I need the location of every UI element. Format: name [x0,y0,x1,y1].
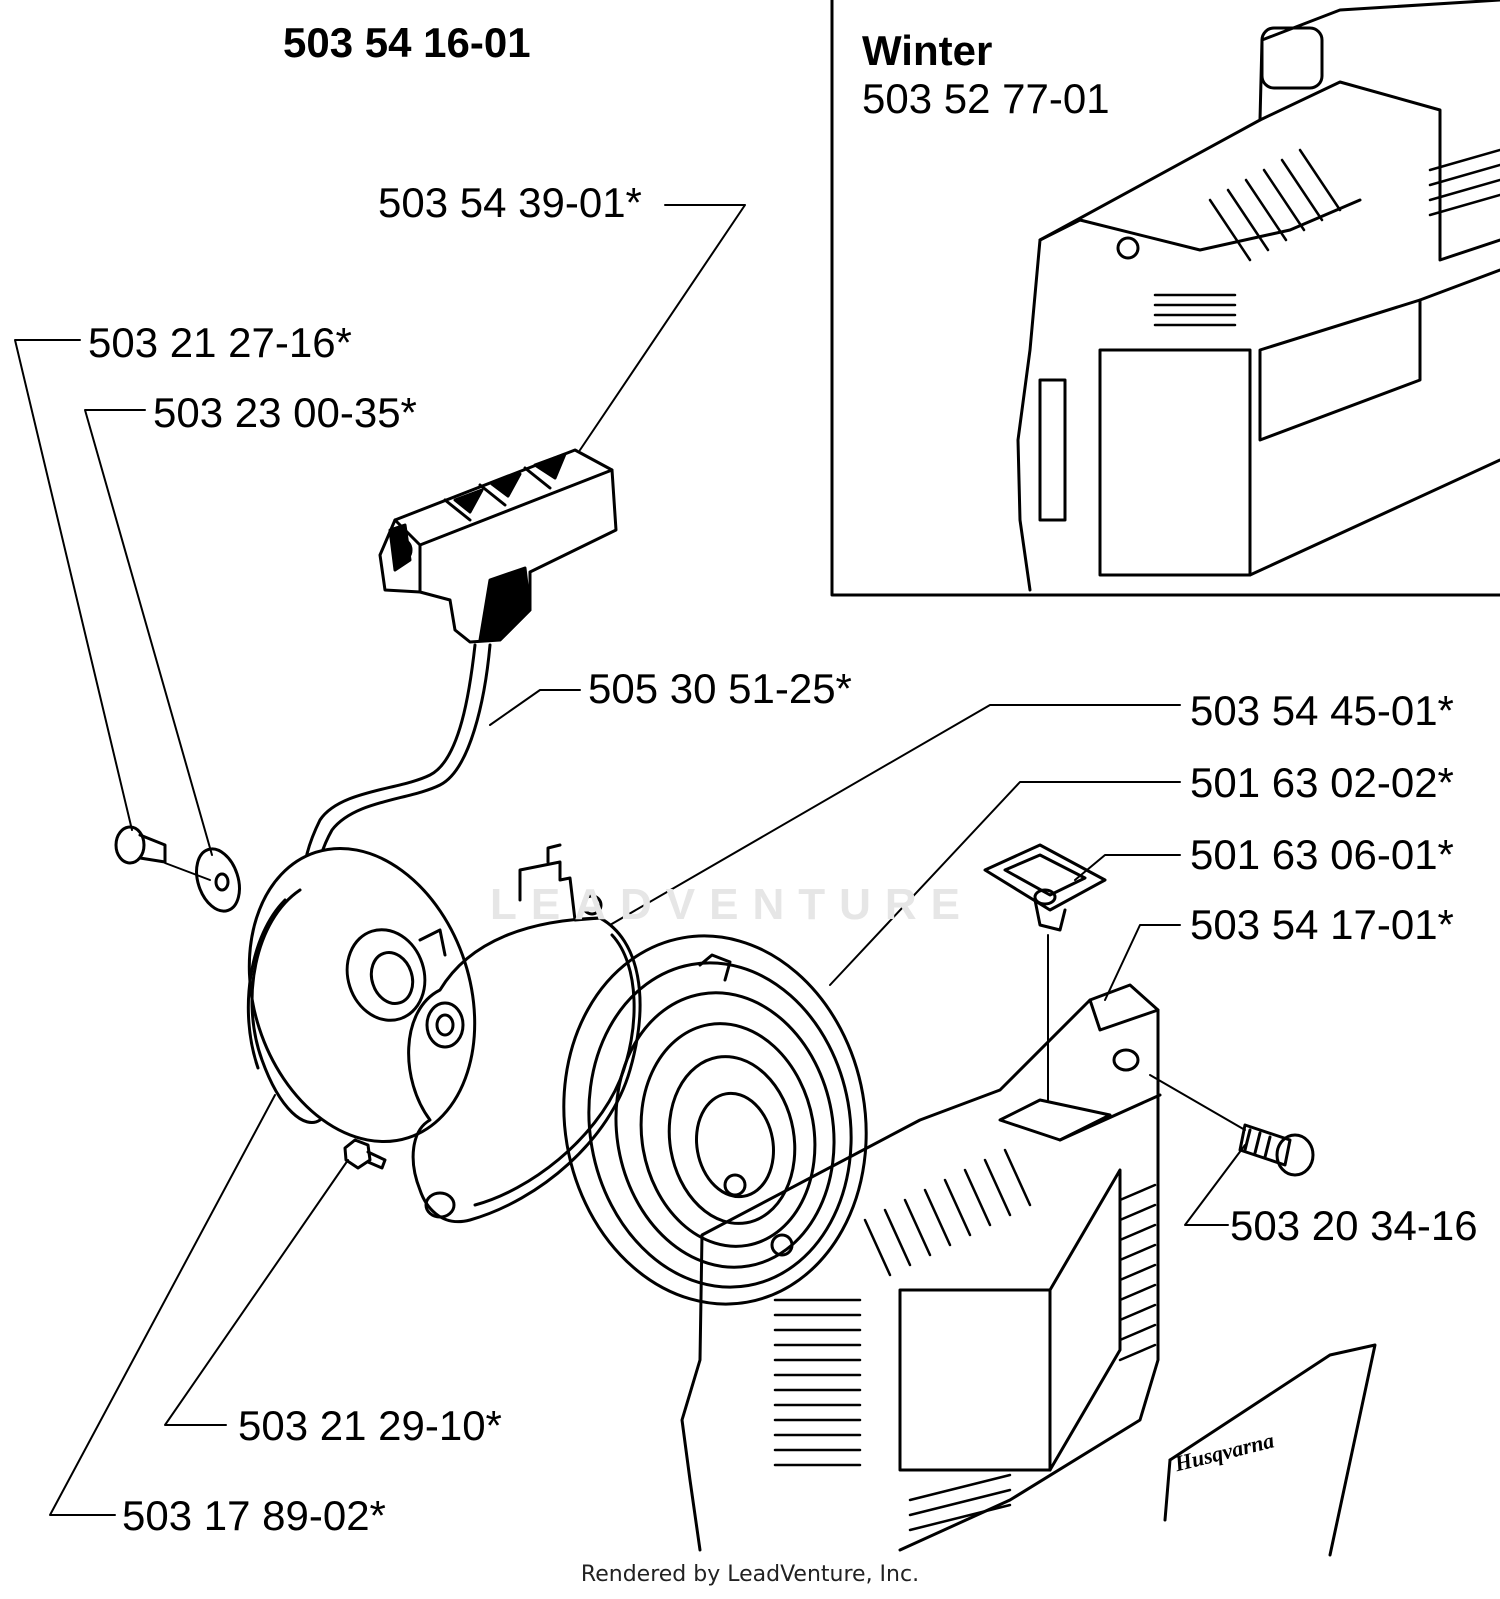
winter-cover-drawing [1016,0,1500,592]
callout-handle: 503 54 39-01* [378,179,642,226]
inset-part-number: 503 52 77-01 [862,75,1110,122]
rope-guide-drawing [983,843,1107,1101]
winter-inset-frame [830,0,1500,597]
callout-cover-screw: 503 20 34-16 [1230,1202,1478,1249]
callout-plate-screw: 503 21 29-10* [238,1402,502,1449]
callout-cover: 503 54 17-01* [1190,901,1454,948]
plate-screw-drawing [343,1138,387,1170]
callout-rope-guide: 501 63 06-01* [1190,831,1454,878]
kit-number: 503 54 16-01 [283,19,531,66]
recoil-spring-drawing [562,934,868,1306]
callout-bearing-plate: 503 54 45-01* [1190,687,1454,734]
callout-pulley: 503 17 89-02* [122,1492,386,1539]
callout-washer: 503 23 00-35* [153,389,417,436]
watermark: LEADVENTURE [490,880,975,929]
starter-handle-drawing [378,448,618,644]
inset-title: Winter [862,27,993,74]
screw-washer-drawing [114,825,241,913]
cover-screw-drawing [1238,1123,1315,1177]
footer-credit: Rendered by LeadVenture, Inc. [580,1562,920,1587]
callout-rope: 505 30 51-25* [588,665,852,712]
decal-drawing [1163,1343,1377,1557]
starter-cover-drawing [680,983,1162,1552]
starter-pulley-drawing [246,846,477,1144]
callout-spring: 501 63 02-02* [1190,759,1454,806]
callout-screw-top: 503 21 27-16* [88,319,352,366]
leader-lines [14,204,1246,1516]
